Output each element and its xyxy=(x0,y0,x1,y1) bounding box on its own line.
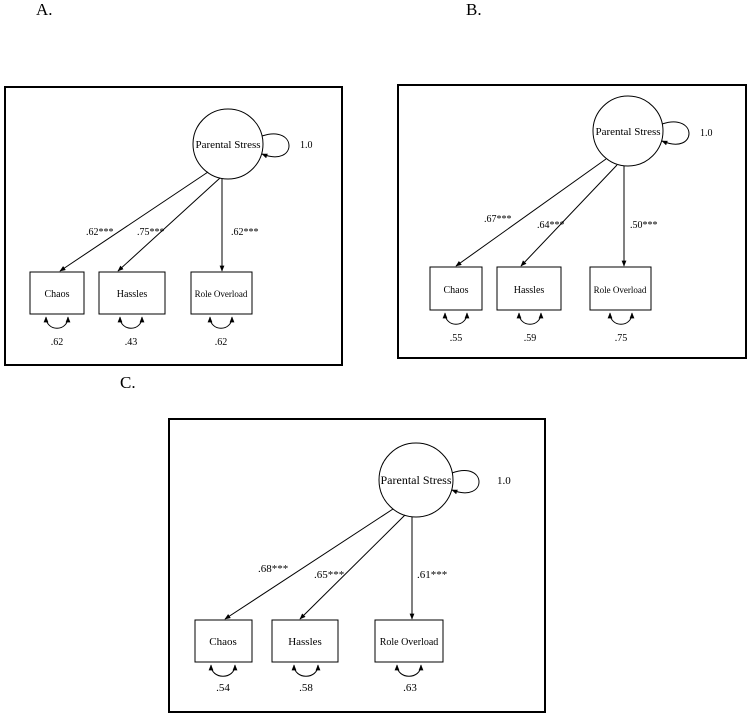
loading-arrow-chaos xyxy=(455,158,607,267)
residual-arrow-hassles xyxy=(516,312,544,325)
residual-label-role-overload: .62 xyxy=(215,337,228,348)
residual-label-chaos: .55 xyxy=(450,333,463,344)
latent-variance-label: 1.0 xyxy=(497,475,511,487)
diagram-c-svg: Parental Stress 1.0 .68*** .65*** .61***… xyxy=(194,442,511,694)
indicator-box-hassles xyxy=(496,266,562,311)
loading-label-hassles: .75*** xyxy=(137,227,165,238)
loading-arrow-chaos xyxy=(224,508,394,620)
residual-label-chaos: .54 xyxy=(216,682,230,694)
residual-arrow-hassles xyxy=(117,316,145,329)
latent-circle xyxy=(378,442,454,518)
residual-arrow-role-overload xyxy=(207,316,235,329)
residual-arrow-chaos xyxy=(442,312,470,325)
loading-arrow-hassles xyxy=(299,514,406,620)
indicator-label-role-overload: Role Overload xyxy=(594,285,647,295)
indicator-box-role-overload xyxy=(190,271,253,315)
residual-label-role-overload: .63 xyxy=(403,682,417,694)
diagram-a-svg: Parental Stress 1.0 .62*** .75*** .62***… xyxy=(29,108,313,348)
latent-variance-label: 1.0 xyxy=(300,140,313,151)
latent-circle xyxy=(592,95,664,167)
indicator-box-hassles xyxy=(98,271,166,315)
indicator-box-hassles xyxy=(271,619,339,663)
latent-variance-arrow xyxy=(451,470,480,495)
residual-arrow-chaos xyxy=(208,664,238,677)
indicator-label-chaos: Chaos xyxy=(45,289,70,300)
residual-arrow-role-overload xyxy=(607,312,635,325)
loading-label-chaos: .67*** xyxy=(484,214,512,225)
indicator-box-chaos xyxy=(29,271,85,315)
loading-label-hassles: .64*** xyxy=(537,220,565,231)
loading-arrow-chaos xyxy=(59,171,209,272)
latent-variance-arrow xyxy=(261,133,290,159)
residual-label-hassles: .59 xyxy=(524,333,537,344)
residual-arrow-role-overload xyxy=(394,664,424,677)
loading-label-chaos: .62*** xyxy=(86,227,114,238)
residual-label-chaos: .62 xyxy=(51,337,64,348)
panel-label-a: A. xyxy=(36,0,53,19)
loading-arrow-hassles xyxy=(520,164,618,267)
loading-label-hassles: .65*** xyxy=(314,569,344,581)
loading-label-role-overload: .50*** xyxy=(630,220,658,231)
latent-circle xyxy=(192,108,264,180)
residual-label-hassles: .43 xyxy=(125,337,138,348)
indicator-box-chaos xyxy=(429,266,483,311)
loading-arrow-hassles xyxy=(117,177,221,272)
diagram-b-svg: Parental Stress 1.0 .67*** .64*** .50***… xyxy=(429,95,713,344)
latent-variance-arrow xyxy=(661,121,690,146)
residual-arrow-chaos xyxy=(43,316,71,329)
latent-label: Parental Stress xyxy=(195,139,260,151)
indicator-box-role-overload xyxy=(589,266,652,311)
loading-label-role-overload: .61*** xyxy=(417,569,447,581)
residual-arrow-hassles xyxy=(291,664,321,677)
indicator-box-role-overload xyxy=(374,619,444,663)
residual-label-role-overload: .75 xyxy=(615,333,628,344)
indicator-label-role-overload: Role Overload xyxy=(195,289,248,299)
indicator-label-hassles: Hassles xyxy=(117,289,148,300)
panel-label-b: B. xyxy=(466,0,482,19)
diagram-b: Parental Stress 1.0 .67*** .64*** .50***… xyxy=(397,84,747,359)
panel-label-c: C. xyxy=(120,373,136,392)
diagram-c: Parental Stress 1.0 .68*** .65*** .61***… xyxy=(168,418,546,713)
indicator-label-chaos: Chaos xyxy=(209,636,237,648)
indicator-label-hassles: Hassles xyxy=(288,636,322,648)
latent-label: Parental Stress xyxy=(381,473,452,487)
indicator-label-hassles: Hassles xyxy=(514,285,545,296)
latent-variance-label: 1.0 xyxy=(700,128,713,139)
indicator-label-chaos: Chaos xyxy=(444,285,469,296)
residual-label-hassles: .58 xyxy=(299,682,313,694)
indicator-label-role-overload: Role Overload xyxy=(380,637,439,648)
latent-label: Parental Stress xyxy=(595,126,660,138)
indicator-box-chaos xyxy=(194,619,253,663)
loading-label-chaos: .68*** xyxy=(258,563,288,575)
diagram-a: Parental Stress 1.0 .62*** .75*** .62***… xyxy=(4,86,343,366)
loading-label-role-overload: .62*** xyxy=(231,227,259,238)
